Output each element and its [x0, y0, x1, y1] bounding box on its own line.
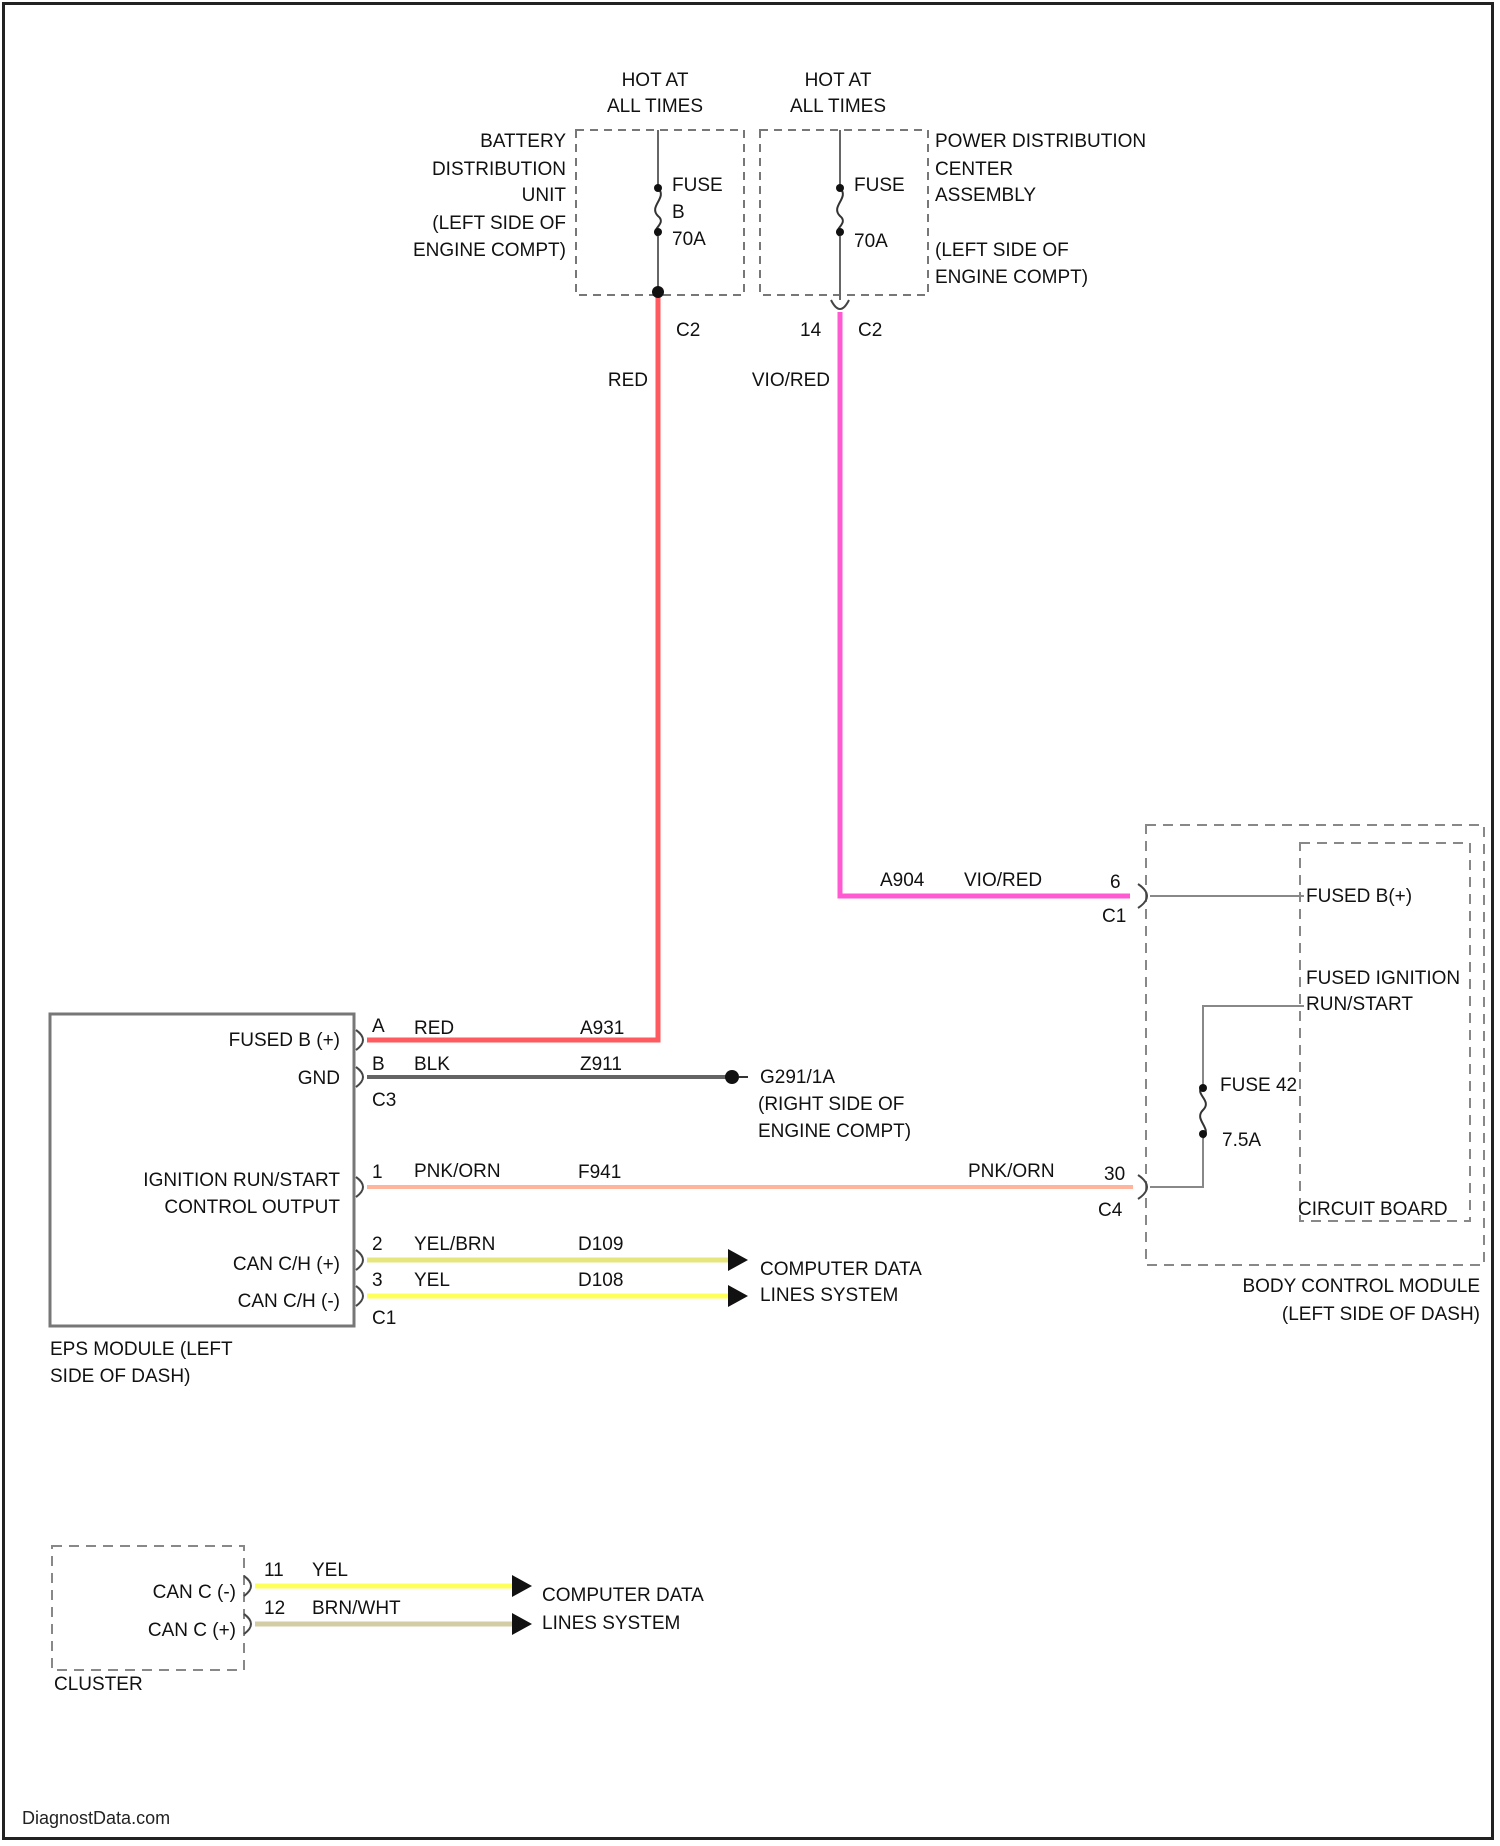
computer-data-arrow-1 [728, 1249, 748, 1271]
eps-wire-d109: D109 [578, 1234, 623, 1255]
hot-at-all-times-2b: ALL TIMES [790, 96, 886, 117]
connector-c3: C3 [372, 1090, 396, 1111]
computer-data-arrow-2 [728, 1285, 748, 1307]
svg-text:ENGINE COMPT): ENGINE COMPT) [413, 240, 566, 261]
pin-14: 14 [800, 320, 822, 341]
cluster-data-arrow-1 [512, 1575, 532, 1597]
cluster-box [52, 1546, 244, 1670]
computer-data-label-1: COMPUTER DATA [760, 1259, 922, 1280]
eps-gnd-label: GND [298, 1068, 340, 1089]
svg-text:ENGINE COMPT): ENGINE COMPT) [935, 267, 1088, 288]
battery-distribution-box [576, 130, 744, 295]
eps-pin-1: 1 [372, 1162, 383, 1183]
eps-pin-b: B [372, 1054, 385, 1075]
svg-text:FUSE: FUSE [854, 175, 905, 196]
eps-wire-yel-brn: YEL/BRN [414, 1234, 495, 1255]
svg-text:B: B [672, 202, 685, 223]
bcm-name-2: (LEFT SIDE OF DASH) [1282, 1304, 1480, 1325]
wire-label-a904: A904 [880, 870, 925, 891]
svg-text:70A: 70A [854, 231, 888, 252]
pdc-box [760, 130, 928, 295]
eps-wire-red-circuit: A931 [580, 1018, 624, 1039]
eps-ign-label-1: IGNITION RUN/START [143, 1170, 340, 1191]
eps-ign-label-2: CONTROL OUTPUT [164, 1197, 340, 1218]
eps-name-2: SIDE OF DASH) [50, 1366, 190, 1387]
eps-pin-2: 2 [372, 1234, 383, 1255]
bcm-fused-b: FUSED B(+) [1306, 886, 1412, 907]
svg-text:UNIT: UNIT [522, 185, 567, 206]
hot-at-all-times-2: HOT AT [805, 70, 872, 91]
eps-pin-a: A [372, 1016, 385, 1037]
connector-c2-pdc: C2 [858, 320, 882, 341]
cluster-wire-brn-wht: BRN/WHT [312, 1598, 401, 1619]
eps-pin-3: 3 [372, 1270, 383, 1291]
svg-text:ASSEMBLY: ASSEMBLY [935, 185, 1036, 206]
eps-wire-pnk-orn: PNK/ORN [414, 1161, 501, 1182]
cluster-pin-11: 11 [264, 1560, 284, 1581]
eps-name-1: EPS MODULE (LEFT [50, 1339, 233, 1360]
wire-label-vio-red: VIO/RED [752, 370, 830, 391]
eps-wire-yel: YEL [414, 1270, 450, 1291]
bcm-fused-ign-2: RUN/START [1306, 994, 1413, 1015]
cluster-name: CLUSTER [54, 1674, 143, 1695]
svg-text:CENTER: CENTER [935, 159, 1013, 180]
wire-label-red: RED [608, 370, 648, 391]
ground-label-1: G291/1A [760, 1067, 835, 1088]
eps-wire-f941: F941 [578, 1162, 621, 1183]
cluster-computer-data-2: LINES SYSTEM [542, 1613, 680, 1634]
cluster-data-arrow-2 [512, 1613, 532, 1635]
eps-wire-d108: D108 [578, 1270, 623, 1291]
eps-fused-b-label: FUSED B (+) [229, 1030, 340, 1051]
wire-red [367, 292, 658, 1040]
svg-text:BATTERY: BATTERY [480, 131, 566, 152]
svg-text:DISTRIBUTION: DISTRIBUTION [432, 159, 566, 180]
battery-unit-label: BATTERY DISTRIBUTION UNIT (LEFT SIDE OF … [413, 131, 566, 261]
svg-text:(LEFT SIDE OF: (LEFT SIDE OF [432, 213, 566, 234]
connector-c4: C4 [1098, 1200, 1123, 1221]
eps-wire-blk-circuit: Z911 [580, 1054, 622, 1075]
eps-can-h-minus-label: CAN C/H (-) [238, 1291, 340, 1312]
svg-text:POWER DISTRIBUTION: POWER DISTRIBUTION [935, 131, 1146, 152]
hot-at-all-times-1b: ALL TIMES [607, 96, 703, 117]
bcm-fuse-42: FUSE 42 [1220, 1075, 1297, 1096]
bcm-amp: 7.5A [1222, 1130, 1261, 1151]
svg-text:70A: 70A [672, 229, 706, 250]
pin-30: 30 [1104, 1164, 1125, 1185]
wire-vio-red [840, 312, 1130, 896]
fuse-pdc-label: FUSE 70A [854, 175, 905, 252]
computer-data-label-2: LINES SYSTEM [760, 1285, 898, 1306]
ground-label-3: ENGINE COMPT) [758, 1121, 911, 1142]
fuse-b-label: FUSE B 70A [672, 175, 723, 250]
cluster-can-plus-label: CAN C (+) [148, 1620, 236, 1641]
ground-point [725, 1070, 739, 1084]
pdc-label: POWER DISTRIBUTION CENTER ASSEMBLY (LEFT… [935, 131, 1146, 288]
bcm-name-1: BODY CONTROL MODULE [1242, 1276, 1480, 1297]
hot-at-all-times-1: HOT AT [622, 70, 689, 91]
ground-label-2: (RIGHT SIDE OF [758, 1094, 904, 1115]
connector-c1-bcm: C1 [1102, 906, 1126, 927]
footer-watermark: DiagnostData.com [22, 1808, 170, 1829]
svg-text:FUSE: FUSE [672, 175, 723, 196]
cluster-can-minus-label: CAN C (-) [153, 1582, 236, 1603]
eps-wire-pnk-orn-2: PNK/ORN [968, 1161, 1055, 1182]
eps-can-h-plus-label: CAN C/H (+) [233, 1254, 340, 1275]
wire-label-vio-red-2: VIO/RED [964, 870, 1042, 891]
svg-text:(LEFT SIDE OF: (LEFT SIDE OF [935, 240, 1069, 261]
cluster-wire-yel: YEL [312, 1560, 348, 1581]
bcm-fused-ign-1: FUSED IGNITION [1306, 968, 1460, 989]
connector-c2-battery: C2 [676, 320, 700, 341]
pin-6: 6 [1110, 872, 1121, 893]
cluster-computer-data-1: COMPUTER DATA [542, 1585, 704, 1606]
eps-wire-red-color: RED [414, 1018, 454, 1039]
eps-wire-blk-color: BLK [414, 1054, 450, 1075]
cluster-pin-12: 12 [264, 1598, 285, 1619]
connector-c1-eps: C1 [372, 1308, 396, 1329]
bcm-circuit-board: CIRCUIT BOARD [1298, 1199, 1448, 1220]
